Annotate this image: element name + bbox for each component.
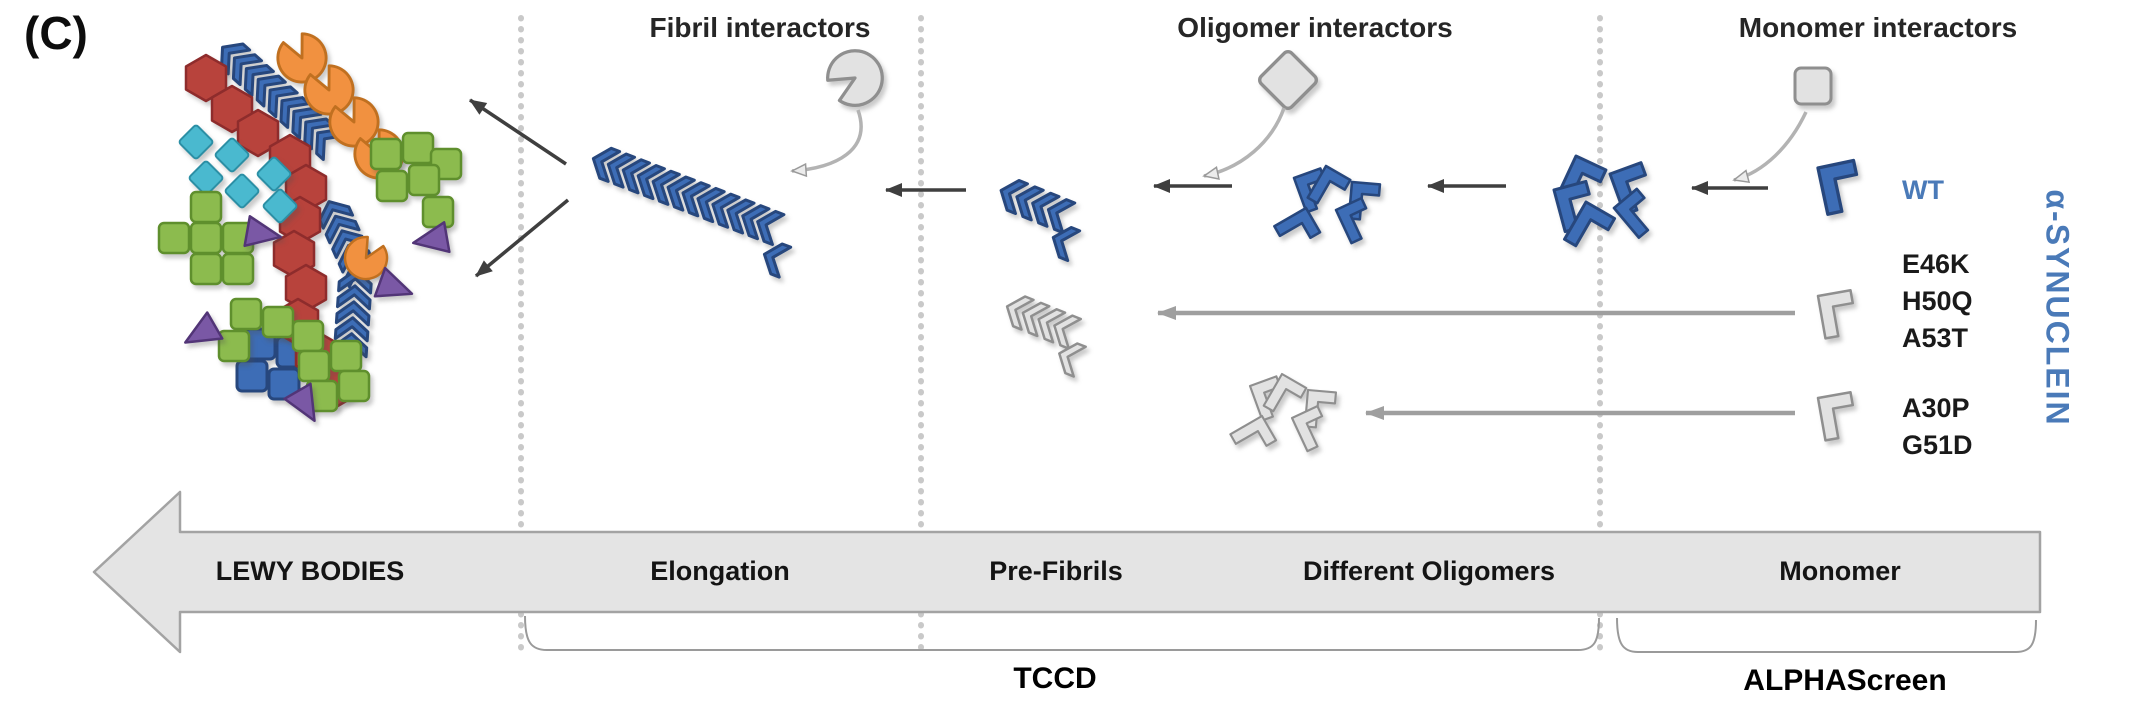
stage-label-lewy-bodies: LEWY BODIES [215,556,405,586]
oligomer-interactor-diamond-icon [1255,47,1321,113]
mutant-monomer-group2-shape [1816,391,1860,442]
mutant-label-g51d: G51D [1902,430,1973,460]
mutant-oligomer-shape [1229,372,1338,460]
wt-monomer-shape [1816,158,1865,216]
alphascreen-brace [1616,617,2037,653]
stage-label-monomer: Monomer [1779,556,1901,586]
fibril-interactor-pacman-icon [818,39,894,116]
stage-label-different-oligomers: Different Oligomers [1302,556,1556,586]
mutant-label-a30p: A30P [1902,393,1970,423]
monomer-interactors-title: Monomer interactors [1738,12,2018,43]
dimer-multimer-shape [1552,154,1663,258]
pathway-direction-arrow [92,490,2042,654]
mutant-label-e46k: E46K [1902,249,1970,279]
mutant-label-h50q: H50Q [1902,286,1973,316]
pre-fibril-shape [993,174,1082,263]
mutant-species-and-probes [818,39,1860,460]
mutant-group2-labels: A30P G51D [1902,390,1973,464]
fibril-shape [586,142,793,279]
panel-letter-label: (C) [24,7,88,59]
oligomer-interactors-title: Oligomer interactors [1177,12,1453,43]
mutant-pathway-arrows [1157,306,1795,420]
fibril-interactors-title: Fibril interactors [649,12,871,43]
wt-variant-label: WT [1902,175,1944,205]
alpha-synuclein-axis-label: α-SYNUCLEIN [2039,189,2076,427]
tccd-brace [524,615,1600,651]
oligomer-shape [1273,164,1382,252]
monomer-interactor-square-icon [1793,66,1833,106]
wt-aggregation-species [586,142,1865,279]
stage-label-elongation: Elongation [650,556,790,586]
alphascreen-assay-label: ALPHAScreen [1743,664,1947,697]
mutant-monomer-group1-shape [1816,289,1860,340]
stage-label-pre-fibrils: Pre-Fibrils [989,556,1123,586]
mutant-pre-fibril-shape [999,290,1087,378]
mutant-label-a53t: A53T [1902,323,1969,353]
tccd-assay-label: TCCD [1013,662,1097,695]
progression-arrows [469,98,1768,278]
mutant-group1-labels: E46K H50Q A53T [1902,246,1973,357]
interactor-binding-arrows [790,107,1808,184]
